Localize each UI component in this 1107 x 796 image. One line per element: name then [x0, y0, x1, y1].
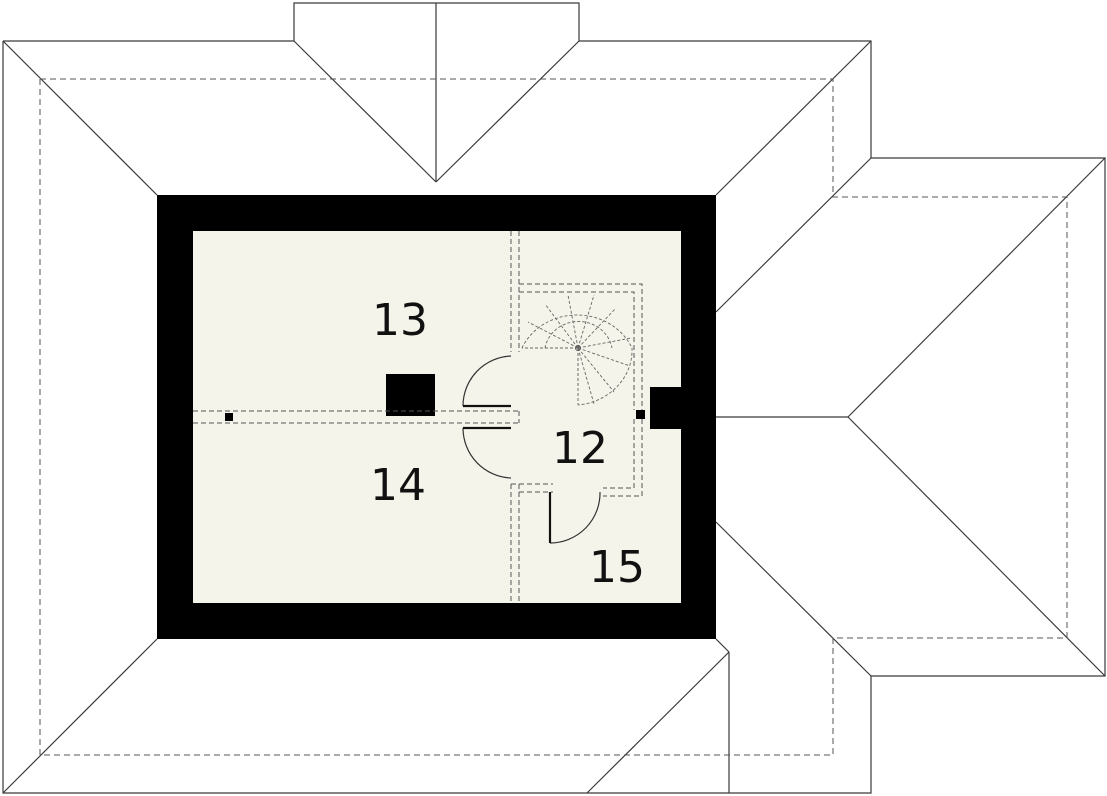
- hall-partition: [603, 419, 635, 489]
- spiral-staircase: [521, 294, 633, 406]
- room-label-15: 15: [589, 542, 645, 593]
- room-label-13: 13: [372, 295, 428, 346]
- wing-hip-top: [847, 157, 1106, 418]
- stair-center: [575, 345, 581, 351]
- room-label-14: 14: [370, 460, 426, 511]
- chimney: [386, 374, 435, 416]
- wing-hip-bottom: [847, 416, 1106, 677]
- door-swing: [549, 491, 601, 544]
- hidden-lines: [39, 78, 1068, 756]
- doors: [462, 355, 601, 544]
- door-leaves: [463, 404, 552, 543]
- hip-line-top-right: [715, 40, 872, 196]
- wing-valley-bottom: [715, 521, 872, 677]
- porch-valley: [715, 638, 730, 653]
- dormer-valley-right: [435, 40, 580, 183]
- post-marker: [636, 410, 645, 419]
- door-swing: [462, 427, 512, 479]
- wall-stub: [650, 387, 682, 429]
- hip-line-bottom-left: [2, 638, 158, 794]
- wing-valley-top: [715, 157, 872, 313]
- interior-partitions: [193, 231, 643, 603]
- stair-enclosure: [519, 291, 635, 410]
- hip-line-top-left: [2, 40, 158, 196]
- dormer-valley-left: [293, 40, 437, 183]
- eave-line-main: [39, 78, 1068, 756]
- stair-inner-arc: [544, 321, 613, 349]
- hall-partition: [603, 419, 643, 497]
- room-label-12: 12: [552, 423, 608, 474]
- stair-enclosure: [519, 283, 643, 410]
- stair-outer-arc: [521, 314, 633, 406]
- floor-area: [193, 231, 681, 603]
- post-marker: [225, 413, 233, 421]
- door-swing: [462, 355, 512, 407]
- porch-hip: [586, 651, 730, 794]
